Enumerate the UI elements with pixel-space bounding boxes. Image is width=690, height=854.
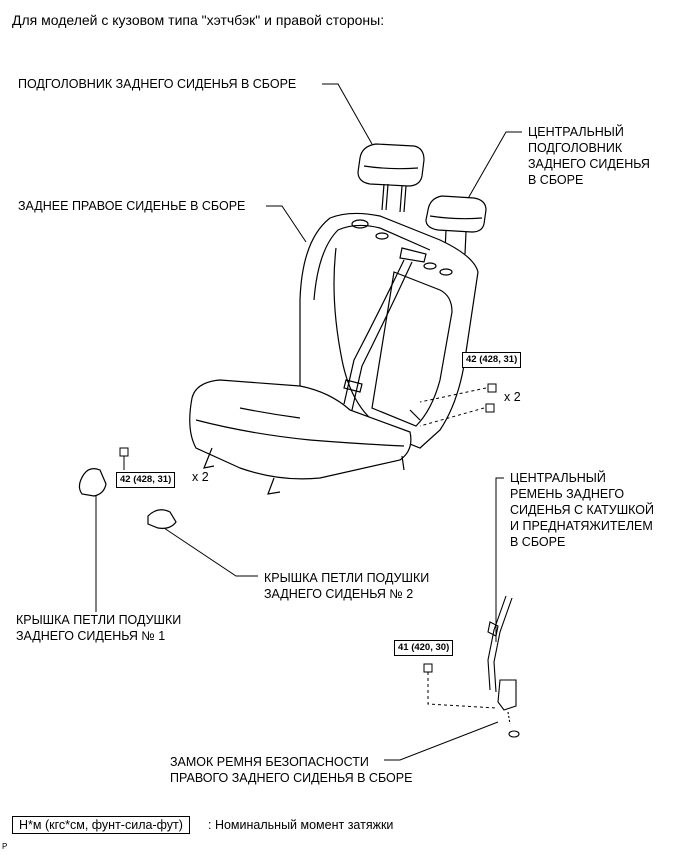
left-bolt xyxy=(119,447,129,470)
label-hinge-cover-1-line-1: КРЫШКА ПЕТЛИ ПОДУШКИ xyxy=(16,613,182,627)
leader-rear-headrest xyxy=(322,83,373,145)
hinge-cover-2-part xyxy=(147,509,177,529)
label-hinge-cover-2-line-1: КРЫШКА ПЕТЛИ ПОДУШКИ xyxy=(264,571,430,585)
leader-rear-seat xyxy=(266,205,307,243)
buckle-bolt xyxy=(423,663,497,709)
corner-mark: P xyxy=(2,842,8,851)
label-center-belt-line-5: В СБОРЕ xyxy=(510,535,566,549)
label-center-belt-line-1: ЦЕНТРАЛЬНЫЙ xyxy=(510,471,606,485)
leader-center-belt xyxy=(495,477,504,642)
label-buckle-line-2: ПРАВОГО ЗАДНЕГО СИДЕНЬЯ В СБОРЕ xyxy=(170,771,413,785)
label-rear-headrest: ПОДГОЛОВНИК ЗАДНЕГО СИДЕНЬЯ В СБОРЕ xyxy=(18,77,297,91)
right-bolts xyxy=(419,383,497,427)
torque-right-bolts: 42 (428, 31) xyxy=(462,352,522,368)
leader-buckle xyxy=(384,721,499,761)
label-buckle-line-1: ЗАМОК РЕМНЯ БЕЗОПАСНОСТИ xyxy=(170,755,369,769)
label-rear-right-seat: ЗАДНЕЕ ПРАВОЕ СИДЕНЬЕ В СБОРЕ xyxy=(18,199,246,213)
leader-center-headrest xyxy=(465,131,522,203)
label-hinge-cover-1-line-2: ЗАДНЕГО СИДЕНЬЯ № 1 xyxy=(16,629,166,643)
diagram-heading: Для моделей с кузовом типа "хэтчбэк" и п… xyxy=(12,12,385,28)
center-belt-part xyxy=(487,595,520,738)
center-headrest-part xyxy=(425,195,487,255)
rear-seat-cushion xyxy=(189,379,421,495)
label-hinge-cover-2-line-2: ЗАДНЕГО СИДЕНЬЯ № 2 xyxy=(264,587,414,601)
label-center-headrest-line-3: ЗАДНЕГО СИДЕНЬЯ xyxy=(528,157,650,171)
rear-headrest-part xyxy=(357,143,425,213)
label-center-belt-line-3: СИДЕНЬЯ С КАТУШКОЙ xyxy=(510,503,655,517)
label-center-headrest-line-2: ПОДГОЛОВНИК xyxy=(528,141,623,155)
hinge-cover-1-part xyxy=(78,468,107,497)
label-center-belt-line-4: И ПРЕДНАТЯЖИТЕЛЕМ xyxy=(510,519,653,533)
torque-left-bolts: 42 (428, 31) xyxy=(116,472,176,488)
rear-seat-back xyxy=(299,212,479,449)
multiplier-right: x 2 xyxy=(504,390,521,404)
multiplier-left: x 2 xyxy=(192,470,209,484)
legend-units-box: Н*м (кгс*см, фунт-сила-фут) xyxy=(12,816,190,834)
legend-description: : Номинальный момент затяжки xyxy=(208,818,394,832)
torque-buckle-bolt: 41 (420, 30) xyxy=(394,640,454,656)
label-center-headrest-line-1: ЦЕНТРАЛЬНЫЙ xyxy=(528,125,624,139)
label-center-headrest-line-4: В СБОРЕ xyxy=(528,173,584,187)
label-center-belt-line-2: РЕМЕНЬ ЗАДНЕГО xyxy=(510,487,625,501)
leader-hinge-cover-2 xyxy=(163,527,258,577)
